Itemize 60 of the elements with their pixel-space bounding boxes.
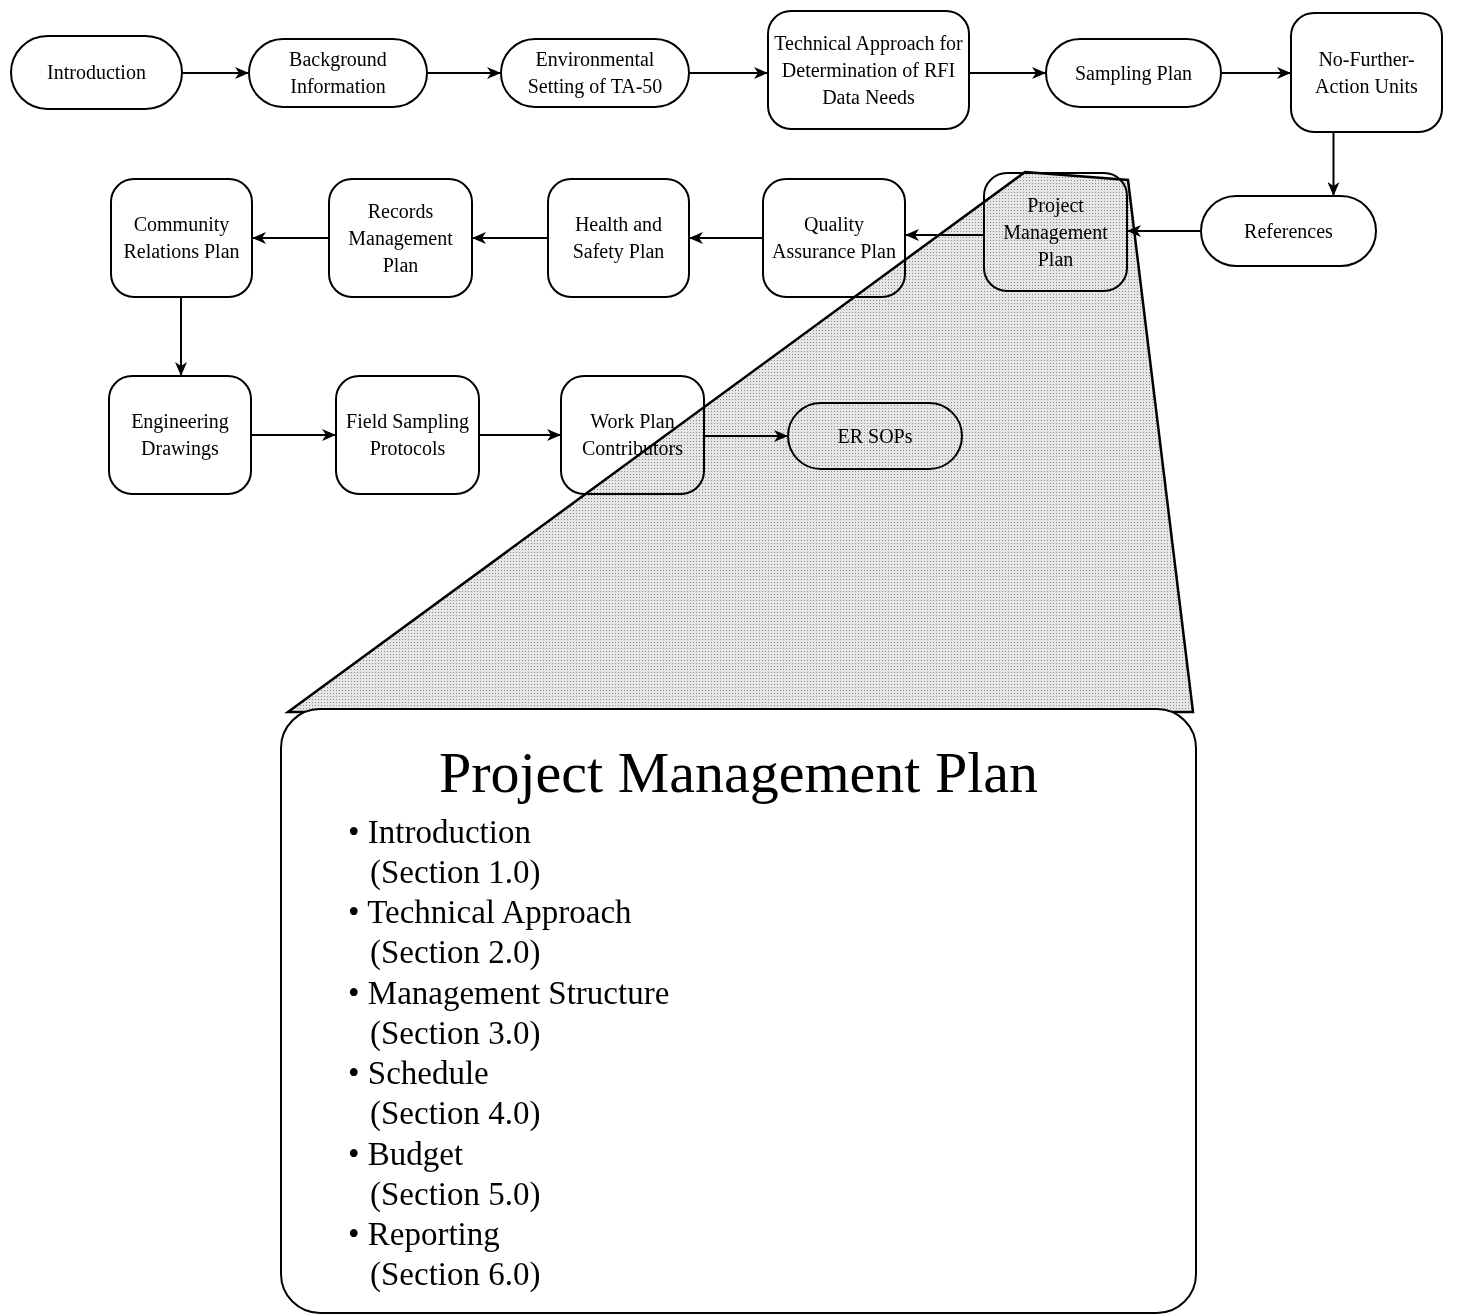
section-reference: (Section 5.0) [370,1174,541,1214]
process-box [560,375,705,495]
process-box [110,178,253,298]
box-label: Technical Approach for Determination of RFI Data Needs [773,30,964,110]
process-box [767,10,970,130]
arrow [1327,132,1340,196]
arrow [479,429,561,441]
arrow [969,67,1046,79]
arrow [252,232,329,244]
process-box [10,35,183,110]
process-box [328,178,473,298]
arrow [704,430,788,442]
arrow [689,232,763,244]
arrow [905,229,984,241]
arrow [251,429,336,441]
process-box [335,375,480,495]
section-reference: (Section 4.0) [370,1094,541,1134]
process-box [1290,12,1443,133]
bullet-item: • Budget [348,1134,464,1174]
box-label: ER SOPs [836,423,914,449]
detail-panel [280,708,1197,1314]
box-label: Community Relations Plan [122,212,241,264]
box-label: Environmental Setting of TA-50 [526,47,664,100]
process-box [762,178,906,298]
arrow [689,67,768,79]
section-reference: (Section 1.0) [370,852,541,892]
process-box [108,375,252,495]
bullet-item: • Schedule [348,1054,489,1094]
box-label: Field Sampling Protocols [345,409,470,461]
bullet-item: • Introduction [348,812,531,852]
process-box [787,402,963,470]
box-label: Engineering Drawings [130,409,230,462]
arrow [1221,67,1291,79]
panel-title: Project Management Plan [437,739,1040,807]
bullet-item: • Reporting [348,1215,500,1255]
box-label: Background Information [288,47,388,99]
process-box [1200,195,1377,267]
box-label: Records Management Plan [347,198,454,278]
box-label: Introduction [46,60,147,85]
box-label: Sampling Plan [1073,60,1194,87]
box-label: Project Management Plan [1002,192,1109,272]
box-label: Health and Safety Plan [571,212,666,265]
section-reference: (Section 6.0) [370,1255,541,1295]
arrow [472,232,548,244]
bullet-item: • Management Structure [348,973,670,1013]
arrow [1127,225,1201,237]
process-box [547,178,690,298]
process-box [983,172,1128,292]
process-box [1045,38,1222,108]
arrow [427,67,501,79]
process-box [248,38,428,108]
section-reference: (Section 2.0) [370,933,541,973]
arrow [175,297,187,376]
process-box [500,38,690,108]
box-label: No-Further-Action Units [1314,46,1419,99]
box-label: References [1243,218,1334,244]
bullet-item: • Technical Approach [348,893,632,933]
section-reference: (Section 3.0) [370,1013,541,1053]
arrow [182,67,249,79]
box-label: Quality Assurance Plan [771,212,897,264]
